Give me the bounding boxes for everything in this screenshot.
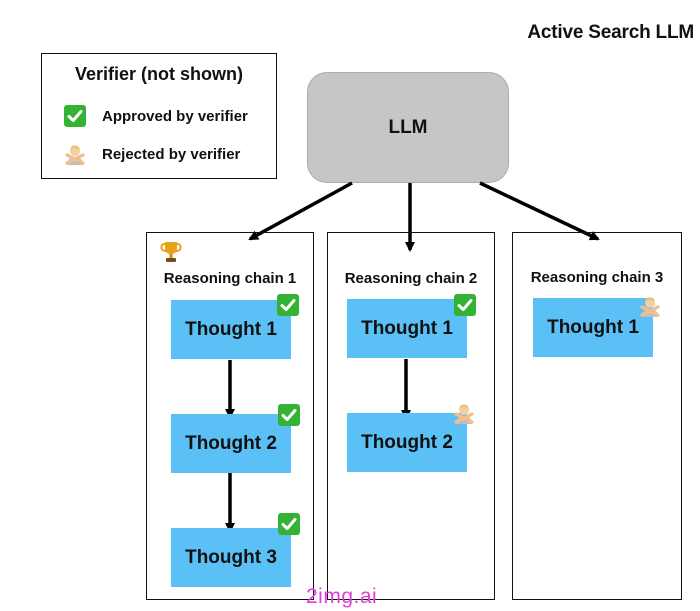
legend-rejected-row: Rejected by verifier — [64, 143, 240, 165]
thought-label: Thought 1 — [547, 316, 639, 338]
thought-label: Thought 1 — [185, 318, 277, 340]
legend-rejected-label: Rejected by verifier — [102, 145, 241, 163]
arrow-llm-to-chain-3 — [479, 181, 600, 241]
thought-label: Thought 1 — [361, 317, 453, 339]
llm-node: LLM — [307, 72, 509, 183]
check-icon — [277, 294, 299, 316]
check-icon — [454, 294, 476, 316]
llm-label: LLM — [388, 116, 428, 138]
arrow-llm-to-chain-1 — [248, 181, 353, 241]
legend-title: Verifier (not shown) — [74, 64, 243, 84]
thought-label: Thought 3 — [185, 546, 277, 568]
chain2-thought-2: Thought 2 — [347, 413, 467, 472]
check-icon — [64, 105, 86, 127]
person-gesturing-no-icon — [64, 143, 86, 165]
chain-title: Reasoning chain 2 — [344, 270, 478, 287]
trophy-icon — [160, 240, 182, 264]
legend-approved-row: Approved by verifier — [64, 105, 248, 127]
chain3-thought-1: Thought 1 — [533, 298, 653, 357]
check-icon — [278, 404, 300, 426]
chain-title: Reasoning chain 1 — [163, 270, 297, 287]
watermark: 2img.ai — [306, 585, 378, 608]
legend-approved-label: Approved by verifier — [102, 107, 248, 125]
person-gesturing-no-icon — [453, 402, 475, 424]
legend: Verifier (not shown) Approved by verifie… — [41, 53, 277, 179]
thought-label: Thought 2 — [361, 431, 453, 453]
chain1-thought-3: Thought 3 — [171, 528, 291, 587]
diagram-title: Active Search LLM — [527, 22, 694, 43]
chain1-thought-1: Thought 1 — [171, 300, 291, 359]
chain1-thought-2: Thought 2 — [171, 414, 291, 473]
chain2-thought-1: Thought 1 — [347, 299, 467, 358]
thought-label: Thought 2 — [185, 432, 277, 454]
reasoning-chain-3: Reasoning chain 3 — [512, 232, 682, 600]
reasoning-chain-2: Reasoning chain 2 — [327, 232, 495, 600]
chain-title: Reasoning chain 3 — [530, 269, 664, 286]
person-gesturing-no-icon — [639, 295, 661, 317]
check-icon — [278, 513, 300, 535]
reasoning-chain-1: Reasoning chain 1 — [146, 232, 314, 600]
